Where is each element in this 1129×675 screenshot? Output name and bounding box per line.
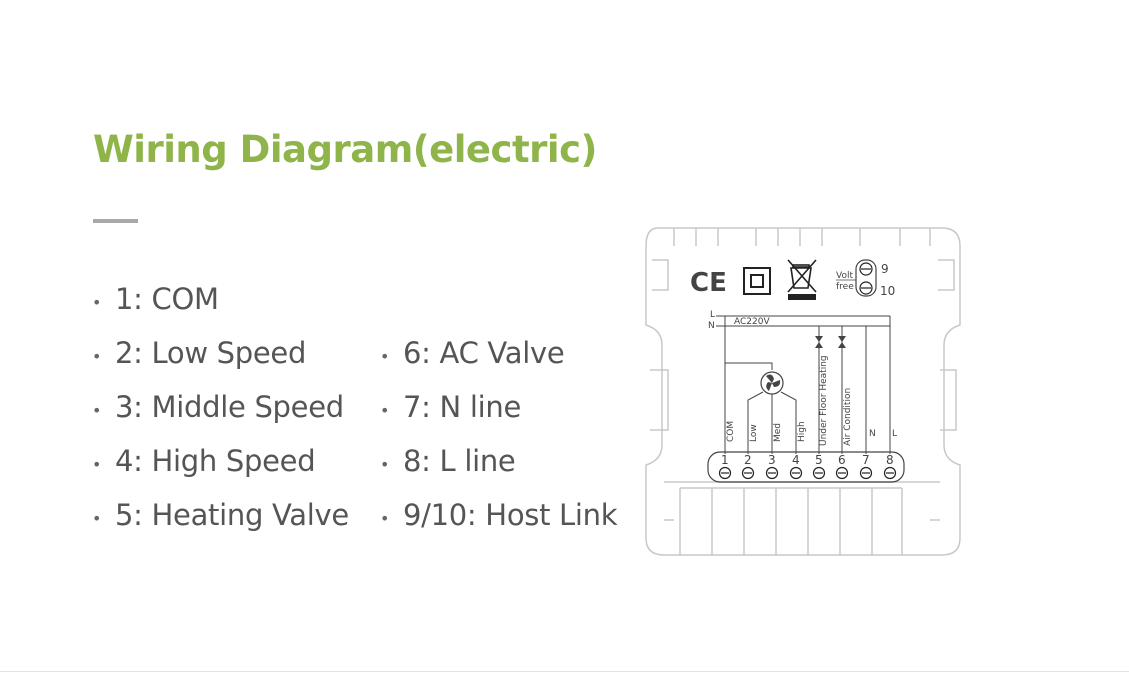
wire-label: L [892,429,897,439]
aux-terminal-number: 10 [880,284,895,298]
title-divider [93,219,138,223]
terminal-number: 6 [838,453,846,467]
legend-item: 4: High Speed [115,444,316,478]
legend-item: 7: N line [403,390,521,424]
bullet: • [92,293,102,312]
weee-bin-icon [787,259,817,293]
wiring-diagram: CE Volt free 9 10 L N AC220V [645,227,961,556]
terminal-screw-icon [789,466,803,480]
terminal-number: 8 [886,453,894,467]
aux-terminal-number: 9 [881,262,889,276]
terminal-screw-icon [859,466,873,480]
volt-free-label: free [836,282,854,292]
terminal-block [707,451,905,483]
terminal-number: 2 [744,453,752,467]
terminal-number: 7 [862,453,870,467]
terminal-number: 1 [721,453,729,467]
bullet: • [92,401,102,420]
terminal-number: 3 [768,453,776,467]
ce-mark: CE [690,268,727,298]
volt-free-label: Volt [836,271,853,281]
terminal-screw-icon [718,466,732,480]
bullet: • [92,455,102,474]
terminal-screw-icon [812,466,826,480]
wire-label: Air Condition [843,388,853,446]
terminal-screw-icon [835,466,849,480]
legend-item: 5: Heating Valve [115,498,349,532]
bullet: • [380,509,390,528]
wire-label: High [797,421,807,442]
legend-item: 9/10: Host Link [403,498,618,532]
bullet: • [92,509,102,528]
aux-terminal-icon [859,262,873,295]
page-title: Wiring Diagram(electric) [93,128,597,171]
bullet: • [92,347,102,366]
terminal-screw-icon [765,466,779,480]
terminal-group: 1 2 3 4 5 6 7 8 [718,453,897,480]
rail-label-l: L [710,310,715,320]
rail-label-n: N [708,321,715,331]
legend-item: 6: AC Valve [403,336,565,370]
legend-item: 8: L line [403,444,516,478]
terminal-number: 5 [815,453,823,467]
fan-icon [760,371,784,395]
bullet: • [380,347,390,366]
bullet: • [380,401,390,420]
terminal-screw-icon [741,466,755,480]
bullet: • [380,455,390,474]
footer-divider [0,671,1129,672]
legend-item: 1: COM [115,282,219,316]
valve-icon [815,336,846,348]
wire-label: Low [749,424,759,442]
wire-label: COM [726,421,736,442]
terminal-screw-icon [883,466,897,480]
double-insulation-icon [743,267,771,295]
supply-label: AC220V [734,317,770,327]
wire-label: N [869,429,876,439]
legend-item: 2: Low Speed [115,336,307,370]
legend-item: 3: Middle Speed [115,390,344,424]
wire-label: Under Floor Heating [819,355,829,446]
wire-label: Med [773,423,783,442]
terminal-number: 4 [792,453,800,467]
weee-bar [788,294,816,300]
